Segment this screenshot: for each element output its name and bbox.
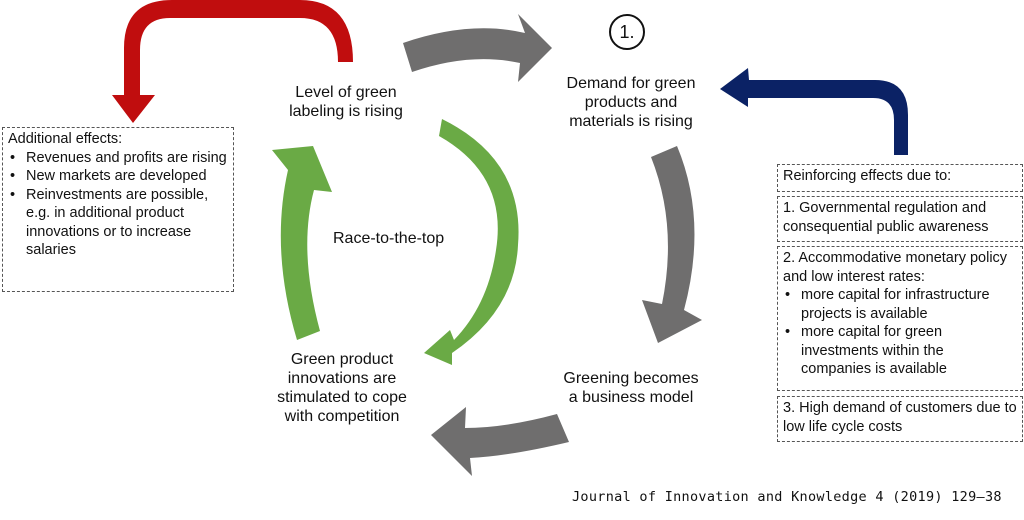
node-labeling-line: Level of green [295,84,397,101]
arrow-labeling-to-demand [403,14,552,82]
additional-effects-title: Additional effects: [8,131,123,147]
arrow-greening-to-innovations [431,407,569,476]
node-demand-line: Demand for green [566,75,696,92]
additional-effects-box: Additional effects: Revenues and profits… [2,127,234,292]
reinforcing-item-3-box: 3. High demand of customers due to low l… [777,396,1023,442]
list-item: Revenues and profits are rising [8,149,228,168]
reinforcing-title-box: Reinforcing effects due to: [777,164,1023,192]
citation: Journal of Innovation and Knowledge 4 (2… [572,489,1002,505]
node-labeling-line: labeling is rising [289,103,403,120]
reinforcing-item-2-title: 2. Accommodative monetary policy and low… [783,250,1008,285]
reinforcing-item-1-box: 1. Governmental regulation and consequen… [777,196,1023,242]
node-greening-line: a business model [568,389,694,406]
node-innovations: Green product innovations are stimulated… [262,350,422,426]
reinforcing-title: Reinforcing effects due to: [783,168,952,184]
arrow-demand-to-greening [642,146,702,343]
list-item: Reinvestments are possible, e.g. in addi… [8,186,228,260]
node-greening: Greening becomes a business model [550,369,712,407]
list-item: New markets are developed [8,167,228,186]
center-label: Race-to-the-top [333,230,445,247]
node-demand-line: materials is rising [569,113,693,130]
node-innovations-line: Green product [290,351,394,368]
arrow-additional-effects [112,0,353,123]
list-item: more capital for green investments withi… [783,323,1017,379]
arrow-reinforcing [720,68,908,155]
node-greening-line: Greening becomes [563,370,699,387]
node-labeling: Level of green labeling is rising [276,83,416,121]
node-innovations-line: with competition [284,408,400,425]
reinforcing-item-2-list: more capital for infrastructure projects… [783,286,1017,379]
reinforcing-item-3: 3. High demand of customers due to low l… [783,400,1017,435]
node-demand: Demand for green products and materials … [550,74,712,131]
node-demand-line: products and [584,94,678,111]
list-item: more capital for infrastructure projects… [783,286,1017,323]
arrow-innovations-to-labeling [272,146,332,340]
reinforcing-item-1: 1. Governmental regulation and consequen… [783,200,989,235]
arrow-race-inner [424,119,519,365]
reinforcing-item-2-box: 2. Accommodative monetary policy and low… [777,246,1023,391]
step-number-label: 1. [619,21,635,42]
node-innovations-line: stimulated to cope [277,389,407,406]
step-number-marker: 1. [609,14,645,50]
node-innovations-line: innovations are [287,370,397,387]
additional-effects-list: Revenues and profits are rising New mark… [8,149,228,260]
